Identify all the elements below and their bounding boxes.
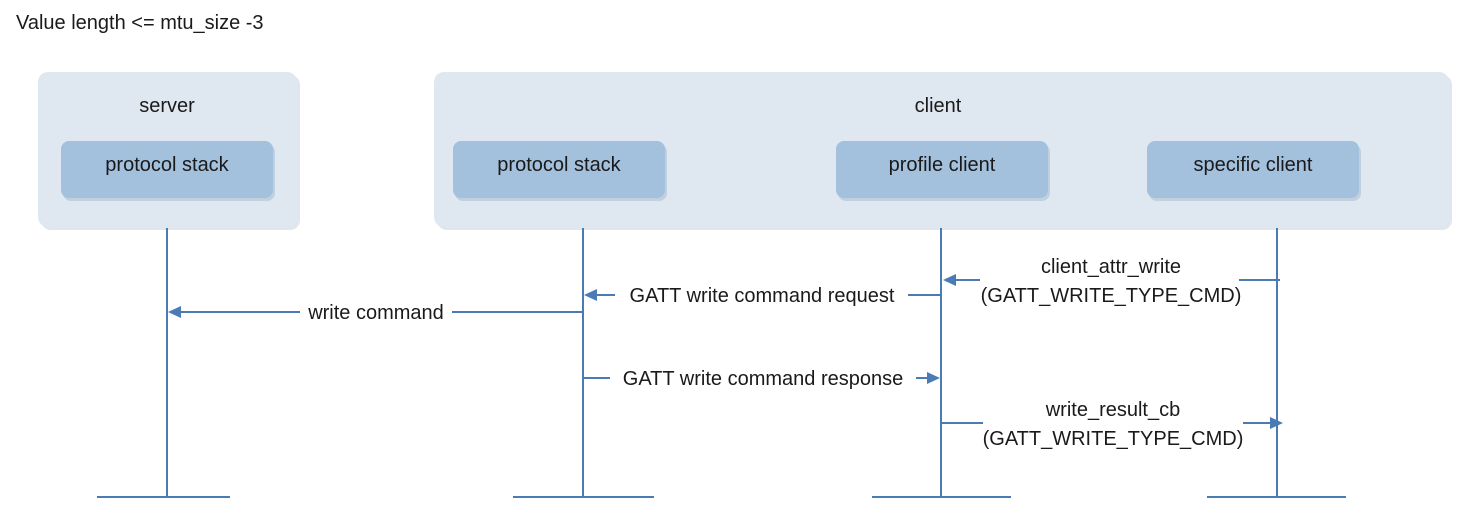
lifelines [97, 228, 1346, 498]
client-protocol-stack-label: protocol stack [497, 154, 621, 176]
message-gatt-write-command-response: GATT write command response [583, 366, 940, 390]
write-command-label: write command [307, 302, 444, 324]
message-write-command: write command [168, 300, 583, 324]
diagram-title: Value length <= mtu_size -3 [16, 12, 264, 34]
message-client-attr-write: client_attr_write (GATT_WRITE_TYPE_CMD) [943, 256, 1280, 307]
message-gatt-write-command-request: GATT write command request [584, 283, 941, 307]
message-write-result-cb: write_result_cb (GATT_WRITE_TYPE_CMD) [941, 399, 1283, 450]
profile-client-label: profile client [889, 154, 996, 176]
arrow-head-right [927, 372, 940, 384]
arrow-head-left [168, 306, 181, 318]
specific-client-box [1147, 141, 1359, 198]
profile-client-box [836, 141, 1048, 198]
server-protocol-stack-label: protocol stack [105, 154, 229, 176]
write-result-cb-type-label: (GATT_WRITE_TYPE_CMD) [983, 428, 1244, 450]
arrow-head-left [943, 274, 956, 286]
gatt-write-command-request-label: GATT write command request [630, 285, 895, 307]
client-label: client [915, 95, 962, 117]
arrow-head-right [1270, 417, 1283, 429]
arrow-head-left [584, 289, 597, 301]
server-protocol-stack-box [61, 141, 273, 198]
write-result-cb-label: write_result_cb [1045, 399, 1181, 421]
client-attr-write-label: client_attr_write [1041, 256, 1181, 278]
gatt-write-command-response-label: GATT write command response [623, 368, 903, 390]
client-attr-write-type-label: (GATT_WRITE_TYPE_CMD) [981, 285, 1242, 307]
server-label: server [139, 95, 195, 117]
specific-client-label: specific client [1194, 154, 1313, 176]
server-group: server protocol stack [38, 72, 300, 230]
client-group: client protocol stack profile client spe… [434, 72, 1452, 230]
client-protocol-stack-box [453, 141, 665, 198]
